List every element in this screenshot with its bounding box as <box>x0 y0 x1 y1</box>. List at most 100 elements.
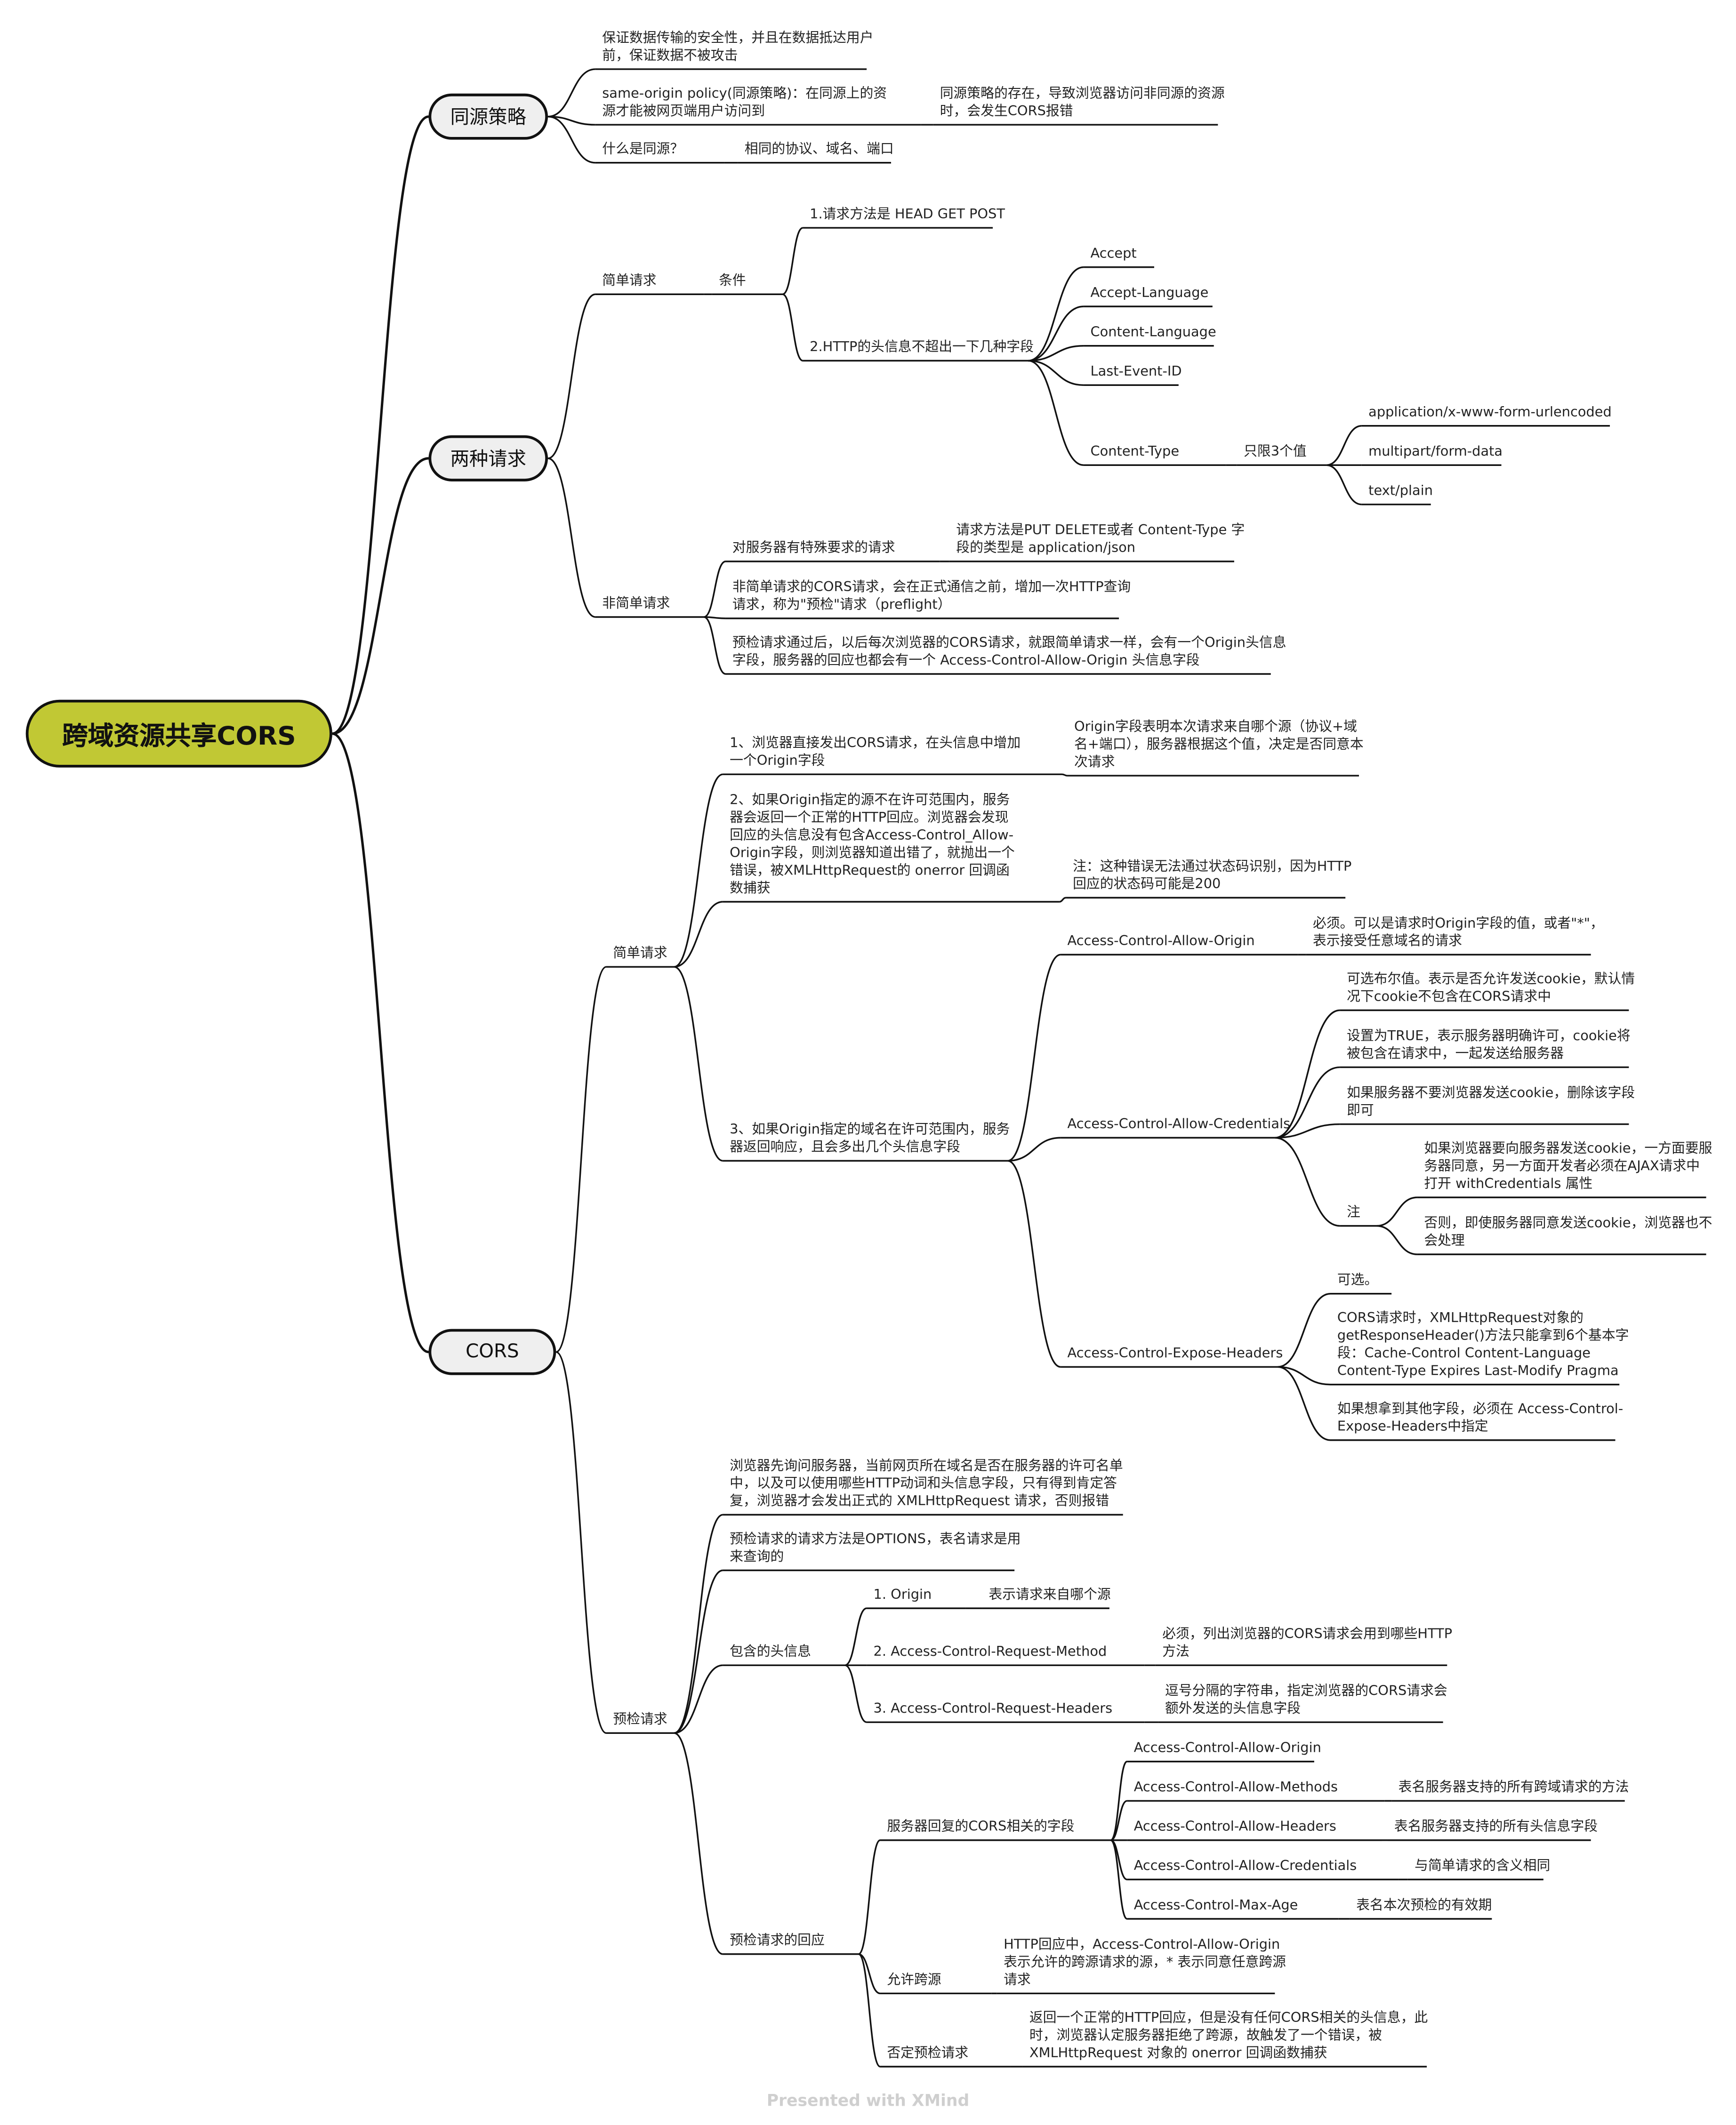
reject-preflight-detail: 返回一个正常的HTTP回应，但是没有任何CORS相关的头信息，此 时，浏览器认定… <box>1029 2011 1428 2061</box>
branch-connector <box>547 293 596 459</box>
preflight-options: 预检请求的请求方法是OPTIONS，表名请求是用 来查询的 <box>730 1532 1021 1565</box>
branch-connector <box>1110 1839 1128 1920</box>
branch-connector <box>332 732 429 1354</box>
simple-step-1: 1、浏览器直接发出CORS请求，在头信息中增加 一个Origin字段 <box>730 736 1021 769</box>
aceh-field: Access-Control-Expose-Headers <box>1067 1347 1283 1362</box>
sop-purpose: 保证数据传输的安全性，并且在数据抵达用户 前，保证数据不被攻击 <box>602 31 874 64</box>
aceh-detail-1: 可选。 <box>1337 1273 1378 1289</box>
value-multipart: multipart/form-data <box>1368 445 1503 460</box>
branch-connector <box>1275 1137 1340 1227</box>
branch-connector <box>1028 266 1084 362</box>
branch-connector <box>547 68 595 118</box>
acac-note: 注 <box>1347 1205 1360 1221</box>
branch-connector <box>1376 1196 1417 1227</box>
branch-connector <box>555 966 607 1353</box>
aceh-detail-3: 如果想拿到其他字段，必须在 Access-Control- Expose-Hea… <box>1337 1402 1623 1435</box>
preflight-response: 预检请求的回应 <box>730 1933 825 1949</box>
sop-cors-error: 同源策略的存在，导致浏览器访问非同源的资源 时，会发生CORS报错 <box>940 87 1225 120</box>
preflight-headers: 包含的头信息 <box>730 1644 811 1660</box>
branch-connector <box>858 1953 881 1995</box>
resp-allow-headers-detail: 表名服务器支持的所有头信息字段 <box>1394 1820 1598 1835</box>
value-text-plain: text/plain <box>1368 484 1433 499</box>
resp-max-age: Access-Control-Max-Age <box>1133 1898 1298 1914</box>
acac-note-2: 否则，即使服务器同意发送cookie，浏览器也不 会处理 <box>1424 1216 1712 1249</box>
header-request-method: 2. Access-Control-Request-Method <box>873 1644 1107 1660</box>
resp-allow-methods: Access-Control-Allow-Methods <box>1133 1780 1338 1796</box>
cors-simple-request: 简单请求 <box>613 946 667 962</box>
resp-allow-credentials: Access-Control-Allow-Credentials <box>1133 1859 1357 1874</box>
acac-note-1: 如果浏览器要向服务器发送cookie，一方面要服 务器同意，另一方面开发者必须在… <box>1424 1142 1712 1192</box>
branch-connector <box>1326 464 1362 505</box>
branch-connector <box>1326 425 1362 466</box>
resp-allow-origin: Access-Control-Allow-Origin <box>1133 1741 1321 1756</box>
branch-connector <box>1110 1800 1127 1841</box>
branch-connector <box>1275 1123 1340 1139</box>
branch-connector <box>1275 1009 1340 1139</box>
allow-cross-origin-detail: HTTP回应中，Access-Control-Allow-Origin 表示允许… <box>1004 1938 1286 1988</box>
branch-connector <box>782 227 804 295</box>
header-origin: 1. Origin <box>873 1588 932 1603</box>
branch-connector <box>1061 773 1068 777</box>
allow-cross-origin: 允许跨源 <box>887 1973 941 1988</box>
resp-max-age-detail: 表名本次预检的有效期 <box>1356 1898 1492 1914</box>
branch-connector <box>1110 1761 1128 1841</box>
cors-preflight-request: 预检请求 <box>613 1713 667 1728</box>
main-topic-cors: CORS <box>428 1329 556 1375</box>
simple-step-3: 3、如果Origin指定的域名在许可范围内，服务 器返回响应，且会多出几个头信息… <box>730 1123 1010 1155</box>
acao-detail: 必须。可以是请求时Origin字段的值，或者"*"， 表示接受任意域名的请求 <box>1313 916 1604 949</box>
branch-connector <box>1007 1160 1061 1368</box>
branch-connector <box>782 293 804 362</box>
branch-connector <box>703 616 726 675</box>
sop-definition: same-origin policy(同源策略)：在同源上的资 源才能被网页端用… <box>602 87 887 120</box>
header-request-method-detail: 必须，列出浏览器的CORS请求会用到哪些HTTP 方法 <box>1162 1627 1453 1660</box>
two-nonsimple-request: 非简单请求 <box>602 596 670 612</box>
branch-connector <box>844 1664 867 1723</box>
simple-step-2: 2、如果Origin指定的源不在许可范围内，服务 器会返回一个正常的HTTP回应… <box>730 793 1015 897</box>
branch-connector <box>674 1732 723 1955</box>
resp-allow-credentials-detail: 与简单请求的含义相同 <box>1415 1859 1551 1874</box>
header-origin-detail: 表示请求来自哪个源 <box>989 1588 1111 1603</box>
branch-connector <box>703 561 726 618</box>
field-content-type: Content-Type <box>1090 445 1180 460</box>
branch-connector <box>332 457 429 735</box>
branch-connector <box>674 1569 723 1734</box>
branch-connector <box>1278 1292 1331 1368</box>
acac-detail-1: 可选布尔值。表示是否允许发送cookie，默认情 况下cookie不包含在COR… <box>1347 972 1635 1005</box>
field-accept-language: Accept-Language <box>1090 286 1209 301</box>
field-content-language: Content-Language <box>1090 325 1216 341</box>
branch-connector <box>1028 345 1084 362</box>
nonsimple-special-detail: 请求方法是PUT DELETE或者 Content-Type 字 段的类型是 a… <box>956 523 1245 556</box>
header-request-headers-detail: 逗号分隔的字符串，指定浏览器的CORS请求会 额外发送的头信息字段 <box>1165 1684 1447 1717</box>
field-last-event-id: Last-Event-ID <box>1090 365 1182 380</box>
branch-connector <box>858 1953 881 2068</box>
field-accept: Accept <box>1090 247 1137 262</box>
two-simple-request: 简单请求 <box>602 274 657 289</box>
branch-connector <box>674 1514 723 1734</box>
footer-credit: Presented with XMind <box>766 2091 970 2110</box>
header-request-headers: 3. Access-Control-Request-Headers <box>873 1701 1113 1717</box>
branch-connector <box>1059 897 1066 903</box>
aceh-detail-2: CORS请求时，XMLHttpRequest对象的 getResponseHea… <box>1337 1311 1629 1379</box>
sop-same-origin: 相同的协议、域名、端口 <box>744 142 894 158</box>
branch-connector <box>674 773 723 968</box>
branch-connector <box>1007 954 1061 1162</box>
resp-allow-methods-detail: 表名服务器支持的所有跨域请求的方法 <box>1398 1780 1629 1796</box>
nonsimple-special: 对服务器有特殊要求的请求 <box>732 541 895 556</box>
reject-preflight: 否定预检请求 <box>887 2046 969 2061</box>
sop-what-is: 什么是同源？ <box>602 142 684 158</box>
branch-connector <box>1028 360 1084 466</box>
acac-field: Access-Control-Allow-Credentials <box>1067 1117 1291 1132</box>
cond-headers: 2.HTTP的头信息不超出一下几种字段 <box>810 340 1034 355</box>
nonsimple-after-preflight: 预检请求通过后，以后每次浏览器的CORS请求，就跟简单请求一样，会有一个Orig… <box>732 636 1286 669</box>
branch-connector <box>1275 1066 1340 1139</box>
resp-allow-headers: Access-Control-Allow-Headers <box>1133 1820 1336 1835</box>
branch-connector <box>555 1351 607 1734</box>
branch-connector <box>548 116 595 126</box>
branch-connector <box>844 1607 867 1666</box>
simple-step-1-detail: Origin字段表明本次请求来自哪个源（协议+域 名+端口），服务器根据这个值，… <box>1074 720 1364 770</box>
branch-connector <box>674 1664 723 1734</box>
cond-methods: 1.请求方法是 HEAD GET POST <box>810 207 1005 223</box>
branch-connector <box>674 901 723 968</box>
